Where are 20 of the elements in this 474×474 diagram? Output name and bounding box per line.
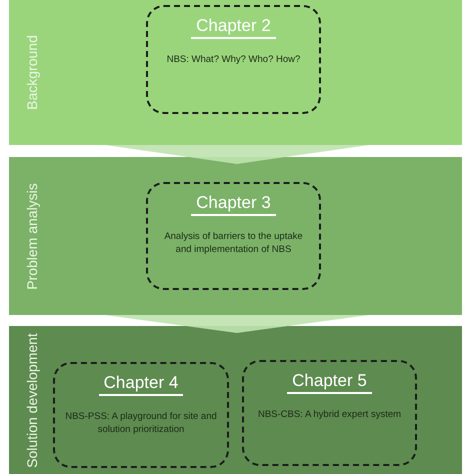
chapter-description: NBS-CBS: A hybrid expert system [258, 408, 402, 421]
chapter-box [146, 182, 321, 290]
chapter-heading: Chapter 3 [191, 192, 276, 216]
chapter-heading: Chapter 5 [287, 370, 372, 394]
chapter-box [53, 362, 229, 468]
chapter-description: NBS: What? Why? Who? How? [166, 53, 300, 66]
chapter-box [146, 5, 321, 114]
stage-label: Solution development [22, 332, 41, 468]
chapter-description: Analysis of barriers to the uptake and implementation of NBS [163, 230, 304, 256]
stage-label: Problem analysis [22, 182, 41, 290]
chapter-box [242, 360, 417, 466]
stage-band [9, 326, 462, 474]
chevron-arrow [105, 145, 369, 164]
chapter-description: NBS-PSS: A playground for site and solution prioritization [64, 410, 218, 436]
chapter-heading: Chapter 4 [98, 372, 184, 396]
chevron-arrow [105, 315, 369, 333]
chapter-heading: Chapter 2 [191, 15, 276, 39]
stage-band [9, 0, 462, 145]
stage-label: Background [22, 35, 41, 110]
stage-band [9, 157, 462, 315]
